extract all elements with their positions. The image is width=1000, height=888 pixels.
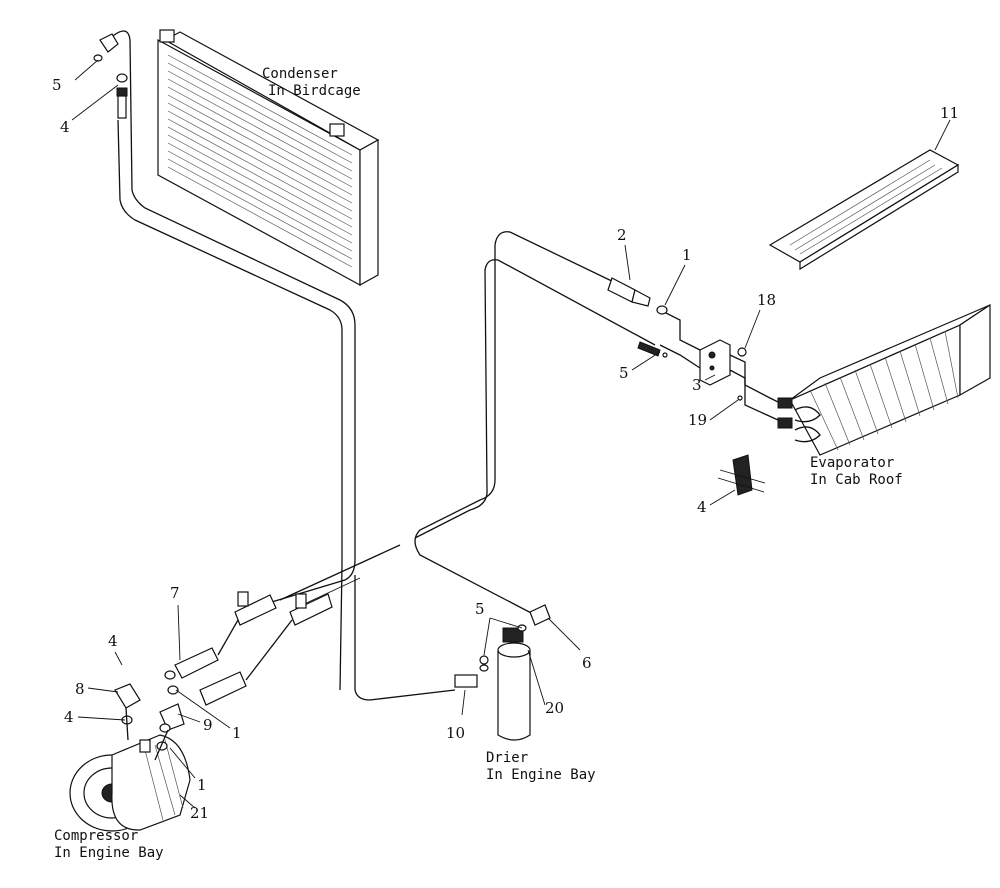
callout-7: 7 [170, 584, 180, 602]
callout-5-condenser: 5 [52, 76, 62, 94]
callout-5-drier: 5 [475, 600, 485, 618]
callout-1-lower: 1 [197, 776, 207, 794]
compressor-label-line1: Compressor [54, 828, 138, 844]
callout-4-mount: 4 [697, 498, 707, 516]
callout-1-evaporator: 1 [682, 246, 692, 264]
condenser [157, 29, 380, 287]
compressor-label-line2: In Engine Bay [54, 845, 164, 861]
condenser-fittings [93, 33, 128, 119]
callout-10: 10 [446, 724, 465, 742]
evaporator-label-line1: Evaporator [810, 455, 894, 471]
callout-18: 18 [757, 291, 776, 309]
callout-11: 11 [940, 104, 959, 122]
callout-6: 6 [582, 654, 592, 672]
compressor-fittings [114, 670, 185, 761]
callout-4-compressor: 4 [64, 708, 74, 726]
mounting-block [717, 454, 766, 496]
condenser-label-line2: In Birdcage [268, 83, 361, 99]
callout-21: 21 [190, 804, 209, 822]
callout-9: 9 [203, 716, 213, 734]
callout-20: 20 [545, 699, 564, 717]
drier [454, 604, 551, 741]
callout-5-valve: 5 [619, 364, 629, 382]
callout-2: 2 [617, 226, 627, 244]
condenser-label-line1: Condenser [262, 66, 338, 82]
evaporator [777, 303, 991, 456]
callout-8: 8 [75, 680, 85, 698]
service-fittings [174, 591, 333, 706]
evaporator-label-line2: In Cab Roof [810, 472, 903, 488]
expansion-valve [699, 339, 731, 386]
callout-19: 19 [688, 411, 707, 429]
evaporator-fittings [607, 277, 779, 421]
refrigerant-hoses [107, 30, 656, 701]
callout-4-muffler: 4 [108, 632, 118, 650]
callout-3: 3 [692, 376, 702, 394]
drier-label-line2: In Engine Bay [486, 767, 596, 783]
filter-panel [768, 149, 960, 271]
callout-4-condenser: 4 [60, 118, 70, 136]
compressor [69, 734, 191, 832]
leader-lines [71, 59, 951, 809]
drier-label-line1: Drier [486, 750, 528, 766]
callout-1-upper: 1 [232, 724, 242, 742]
